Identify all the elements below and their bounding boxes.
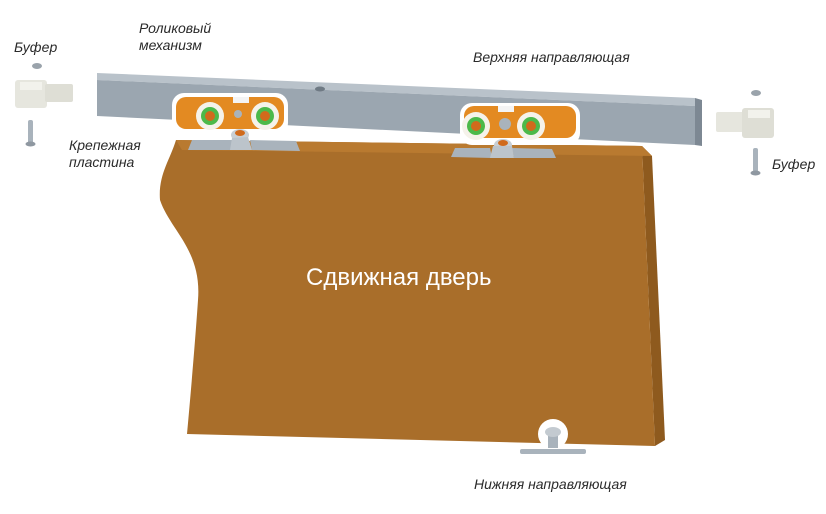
label-roller-line1: Роликовый <box>139 20 212 36</box>
buffer-right <box>716 90 774 176</box>
label-mounting-plate: Крепежная пластина <box>69 137 141 171</box>
label-buffer-left: Буфер <box>14 39 58 55</box>
buffer-left <box>15 63 73 147</box>
mounting-plate-left <box>188 137 300 151</box>
label-roller-line2: механизм <box>139 37 202 53</box>
roller-mechanism-right <box>460 103 580 151</box>
label-bottom-guide: Нижняя направляющая <box>474 476 627 492</box>
mounting-plate-right <box>451 146 556 158</box>
bottom-guide <box>520 419 586 454</box>
door-title: Сдвижная дверь <box>306 264 492 291</box>
label-plate-line1: Крепежная <box>69 137 141 153</box>
label-top-rail: Верхняя направляющая <box>473 49 630 65</box>
roller-mechanism-left <box>172 93 288 141</box>
label-plate-line2: пластина <box>69 154 135 170</box>
sliding-door <box>159 140 665 446</box>
label-buffer-right: Буфер <box>772 156 816 172</box>
label-roller-mechanism: Роликовый механизм <box>139 20 211 54</box>
